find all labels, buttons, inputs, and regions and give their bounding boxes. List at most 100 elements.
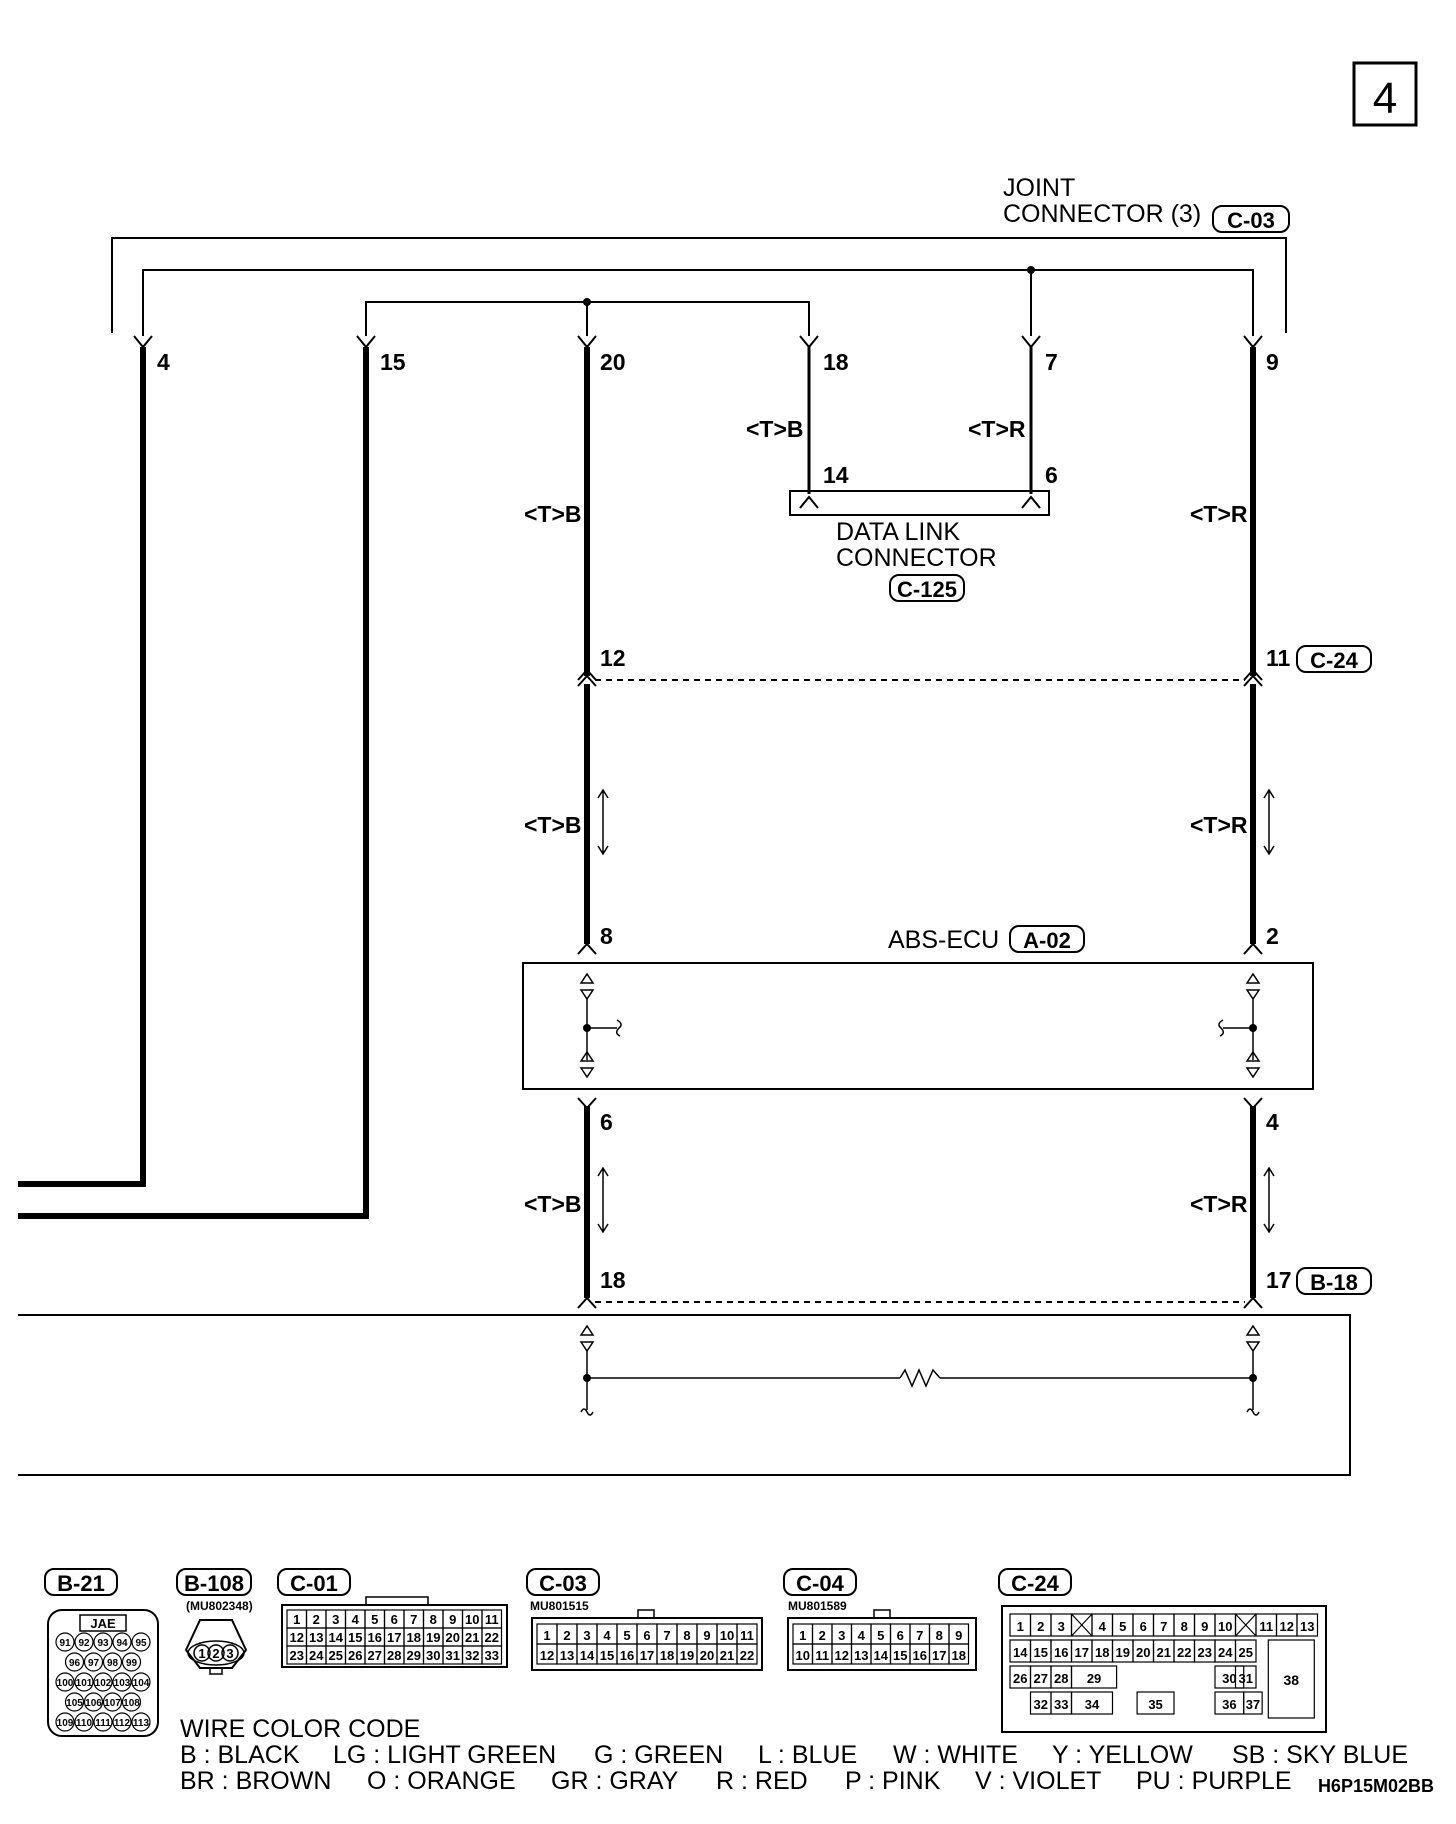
c24-view-pin-28: 28 bbox=[1054, 1671, 1068, 1686]
joint-pin-4: 4 bbox=[157, 349, 170, 375]
wire-color-line2-4: P : PINK bbox=[845, 1767, 941, 1795]
c24-view-pin-1: 1 bbox=[1017, 1619, 1024, 1634]
c24-view-pin-17: 17 bbox=[1075, 1645, 1089, 1660]
c04-pin-4: 4 bbox=[858, 1628, 866, 1643]
c03-pin-3: 3 bbox=[583, 1628, 590, 1643]
c03-pin-22: 22 bbox=[740, 1648, 754, 1663]
dlc-title-line1: DATA LINK bbox=[836, 518, 960, 546]
joint-connector-title-line1: JOINT bbox=[1003, 174, 1075, 202]
c04-pin-16: 16 bbox=[913, 1648, 927, 1663]
svg-text:MU801515: MU801515 bbox=[530, 1599, 589, 1613]
joint-pin-9: 9 bbox=[1266, 349, 1279, 375]
c24-view-pin-14: 14 bbox=[1013, 1645, 1028, 1660]
c24-view-pin-25: 25 bbox=[1239, 1645, 1253, 1660]
c01-pin-25: 25 bbox=[329, 1648, 343, 1663]
c04-pin-17: 17 bbox=[932, 1648, 946, 1663]
c24-view-pin-20: 20 bbox=[1136, 1645, 1150, 1660]
c04-pin-2: 2 bbox=[819, 1628, 826, 1643]
wire-color-labels: <T>B <T>R <T>B <T>R <T>B <T>R <T>B <T>R bbox=[524, 416, 1248, 1217]
c24-junction: 12 11 C-24 bbox=[577, 645, 1372, 687]
c24-code-box bbox=[1296, 645, 1372, 673]
c24-view-pin-19: 19 bbox=[1116, 1645, 1130, 1660]
page-number: 4 bbox=[1373, 74, 1397, 123]
c01-pin-24: 24 bbox=[309, 1648, 324, 1663]
b21-pin-112: 112 bbox=[114, 1718, 131, 1729]
c01-pin-32: 32 bbox=[465, 1648, 479, 1663]
c03-pin-10: 10 bbox=[720, 1628, 734, 1643]
wire-color-line2-3: R : RED bbox=[716, 1767, 808, 1795]
c03-pin-17: 17 bbox=[640, 1648, 654, 1663]
c24-view-pin-2: 2 bbox=[1037, 1619, 1044, 1634]
bottom-unit bbox=[18, 1314, 1351, 1476]
abs-ecu: ABS-ECU A-02 8 2 bbox=[522, 923, 1314, 1135]
abs-ecu-pin-8: 8 bbox=[600, 923, 613, 949]
c03-pin-5: 5 bbox=[623, 1628, 630, 1643]
c03-pin-7: 7 bbox=[663, 1628, 670, 1643]
c24-view-pin-27: 27 bbox=[1034, 1671, 1048, 1686]
c03-pin-14: 14 bbox=[580, 1648, 595, 1663]
page-number-box bbox=[1352, 61, 1418, 127]
c24-view-pin-23: 23 bbox=[1198, 1645, 1212, 1660]
c04-pin-1: 1 bbox=[799, 1628, 806, 1643]
b18-code-box bbox=[1296, 1267, 1372, 1295]
c01-pin-2: 2 bbox=[313, 1612, 320, 1627]
wire-color-line1-5: Y : YELLOW bbox=[1052, 1741, 1193, 1769]
b21-pin-107: 107 bbox=[104, 1698, 121, 1709]
connector-view-b108: B-108 (MU802348) 1 2 3 bbox=[176, 1568, 253, 1675]
c24-view-pin-7: 7 bbox=[1160, 1619, 1167, 1634]
c03-pin-21: 21 bbox=[720, 1648, 734, 1663]
c24-view-pin-6: 6 bbox=[1140, 1619, 1147, 1634]
c24-view-pin-15: 15 bbox=[1034, 1645, 1048, 1660]
abs-ecu-code-box bbox=[1009, 925, 1085, 953]
wire-label-c24-left: <T>B bbox=[524, 812, 582, 838]
dlc-pin-6: 6 bbox=[1045, 462, 1058, 488]
c04-pin-14: 14 bbox=[874, 1648, 889, 1663]
c24-view-pin-9: 9 bbox=[1201, 1619, 1208, 1634]
dlc-housing bbox=[789, 490, 1050, 516]
b18-junction: 18 17 B-18 bbox=[577, 1267, 1372, 1309]
c01-pin-3: 3 bbox=[332, 1612, 339, 1627]
joint-connector-code-box bbox=[1212, 205, 1290, 233]
b21-pin-110: 110 bbox=[76, 1718, 93, 1729]
b21-pin-100: 100 bbox=[57, 1678, 74, 1689]
svg-text:B-108: B-108 bbox=[184, 1571, 244, 1596]
c24-view-pin-35: 35 bbox=[1148, 1697, 1162, 1712]
c24-view-pin-8: 8 bbox=[1181, 1619, 1188, 1634]
c24-view-pin-11: 11 bbox=[1259, 1619, 1273, 1634]
c01-pin-18: 18 bbox=[407, 1630, 421, 1645]
c03-pin-6: 6 bbox=[643, 1628, 650, 1643]
abs-ecu-chevron-bottom-right bbox=[1243, 1097, 1263, 1110]
b21-pin-108: 108 bbox=[123, 1698, 140, 1709]
b21-pin-97: 97 bbox=[88, 1658, 100, 1669]
abs-ecu-internal-left bbox=[579, 972, 622, 1079]
abs-ecu-node-left bbox=[583, 1024, 591, 1032]
c01-pin-28: 28 bbox=[387, 1648, 401, 1663]
c03-pin-2: 2 bbox=[563, 1628, 570, 1643]
wire-pin4 bbox=[18, 347, 146, 1187]
c03-pin-16: 16 bbox=[620, 1648, 634, 1663]
c24-view-pin-30: 30 bbox=[1222, 1671, 1236, 1686]
c04-pin-11: 11 bbox=[815, 1648, 829, 1663]
b18-code: B-18 bbox=[1310, 1270, 1358, 1295]
c24-view-pin-16: 16 bbox=[1054, 1645, 1068, 1660]
dlc-title-line2: CONNECTOR bbox=[836, 544, 997, 572]
c01-pin-1: 1 bbox=[293, 1612, 300, 1627]
wire-color-line1-2: G : GREEN bbox=[594, 1741, 723, 1769]
c01-pin-17: 17 bbox=[387, 1630, 401, 1645]
wire-color-line1-6: SB : SKY BLUE bbox=[1232, 1741, 1408, 1769]
c24-chevron-left bbox=[577, 668, 597, 687]
abs-ecu-chevron-top-left bbox=[577, 942, 597, 955]
joint-pin-18: 18 bbox=[823, 349, 849, 375]
svg-text:MU801589: MU801589 bbox=[788, 1599, 847, 1613]
dlc-chevron-6 bbox=[1021, 495, 1041, 509]
b21-pin-94: 94 bbox=[116, 1638, 128, 1649]
wire-label-b18-left: <T>B bbox=[524, 1191, 582, 1217]
c01-pin-26: 26 bbox=[348, 1648, 362, 1663]
wire-color-line1-1: LG : LIGHT GREEN bbox=[333, 1741, 556, 1769]
c04-pin-3: 3 bbox=[838, 1628, 845, 1643]
c04-pin-7: 7 bbox=[916, 1628, 923, 1643]
joint-connector: JOINT CONNECTOR (3) C-03 4 15 20 18 7 9 bbox=[111, 174, 1290, 375]
